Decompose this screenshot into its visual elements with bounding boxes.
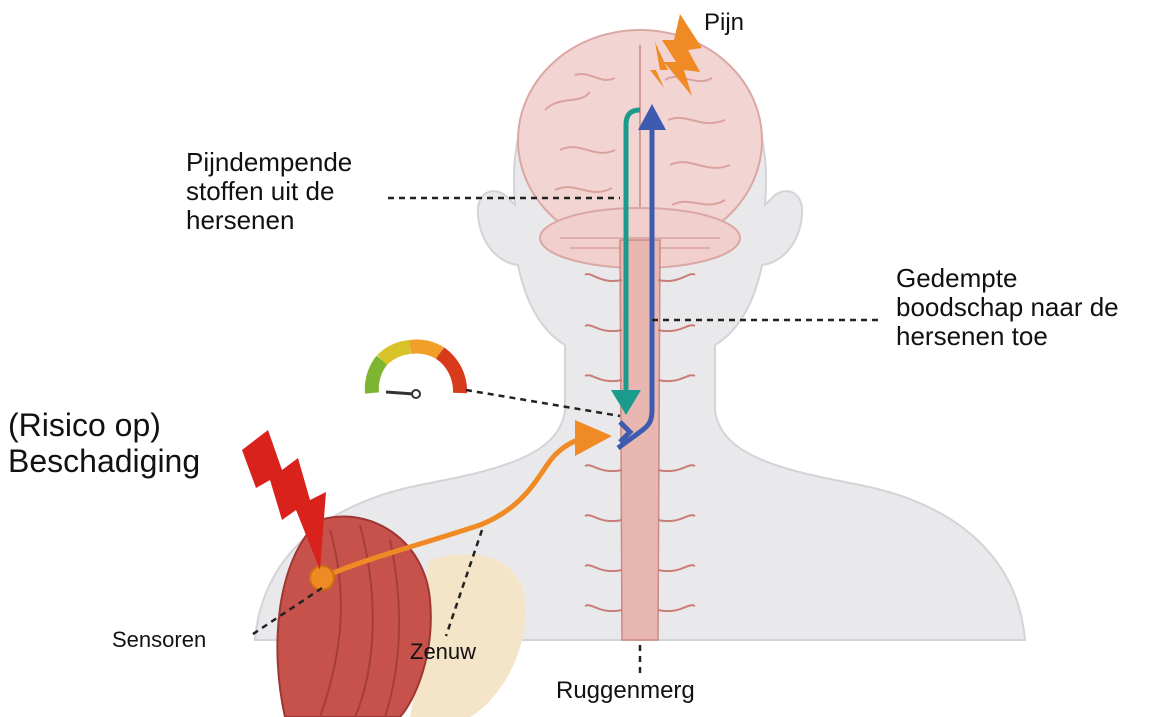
label-descending-inhibition: Pijndempende stoffen uit de hersenen xyxy=(186,148,352,235)
label-spinal-cord: Ruggenmerg xyxy=(556,678,695,705)
brain xyxy=(518,30,762,268)
label-nerve: Zenuw xyxy=(410,640,476,665)
damage-bolt-icon xyxy=(242,430,326,570)
label-dampened-message: Gedempte boodschap naar de hersenen toe xyxy=(896,264,1119,351)
pain-gauge-icon xyxy=(372,347,460,398)
label-sensors: Sensoren xyxy=(112,628,206,653)
label-pain: Pijn xyxy=(704,10,744,37)
label-damage: (Risico op) Beschadiging xyxy=(8,408,200,480)
sensor-dot xyxy=(310,566,334,590)
